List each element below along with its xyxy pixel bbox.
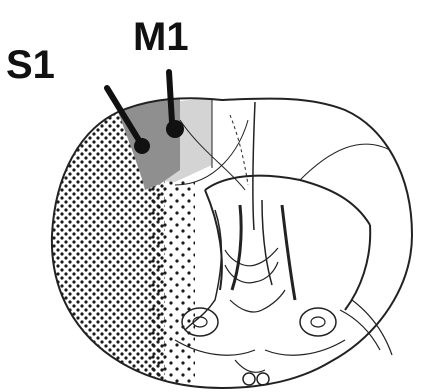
label-s1: S1 (6, 43, 55, 87)
label-m1: M1 (133, 15, 189, 59)
electrode-dot-icon (134, 138, 150, 154)
electrode-dot-icon (166, 120, 184, 138)
